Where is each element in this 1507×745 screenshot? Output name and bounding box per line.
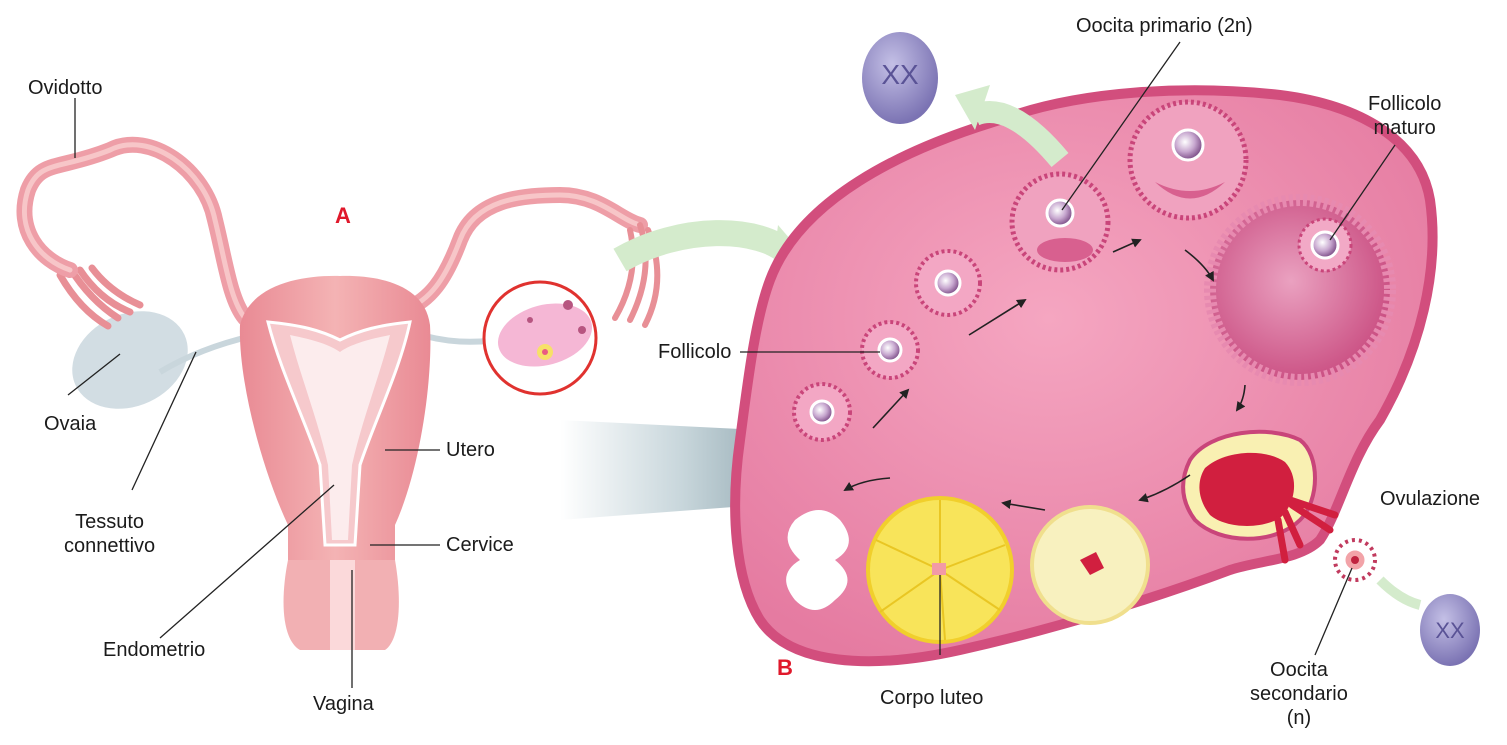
panel-label-b: B [777, 655, 793, 681]
follicle-secondary [1130, 102, 1246, 218]
secondary-oocyte [1335, 540, 1375, 580]
label-corpo-luteo: Corpo luteo [880, 686, 983, 710]
svg-text:XX: XX [1435, 618, 1465, 643]
label-utero: Utero [446, 438, 495, 462]
label-ovulazione: Ovulazione [1380, 487, 1480, 511]
zoom-arrow [620, 233, 790, 260]
corpus-luteum-early [1032, 507, 1148, 623]
panel-label-a: A [335, 203, 351, 229]
follicle-3 [916, 251, 980, 315]
label-cervice: Cervice [446, 533, 514, 557]
label-vagina: Vagina [313, 692, 374, 716]
label-oocita-primario: Oocita primario (2n) [1076, 14, 1253, 38]
ovary-stem [560, 420, 760, 520]
label-follicolo-maturo: Follicolo maturo [1368, 92, 1441, 140]
chromosome-glyph: XX [881, 59, 919, 90]
label-tessuto-connettivo: Tessuto connettivo [64, 510, 155, 558]
oviduct-left [24, 145, 245, 318]
follicle-primary [1012, 174, 1108, 270]
follicle-1 [794, 384, 850, 440]
follicle-mature [1210, 200, 1390, 380]
label-follicolo: Follicolo [658, 340, 731, 364]
label-ovidotto: Ovidotto [28, 76, 102, 100]
follicle-2 [862, 322, 918, 378]
label-oocita-secondario: Oocita secondario (n) [1250, 658, 1348, 730]
label-ovaia: Ovaia [44, 412, 96, 436]
label-endometrio: Endometrio [103, 638, 205, 662]
